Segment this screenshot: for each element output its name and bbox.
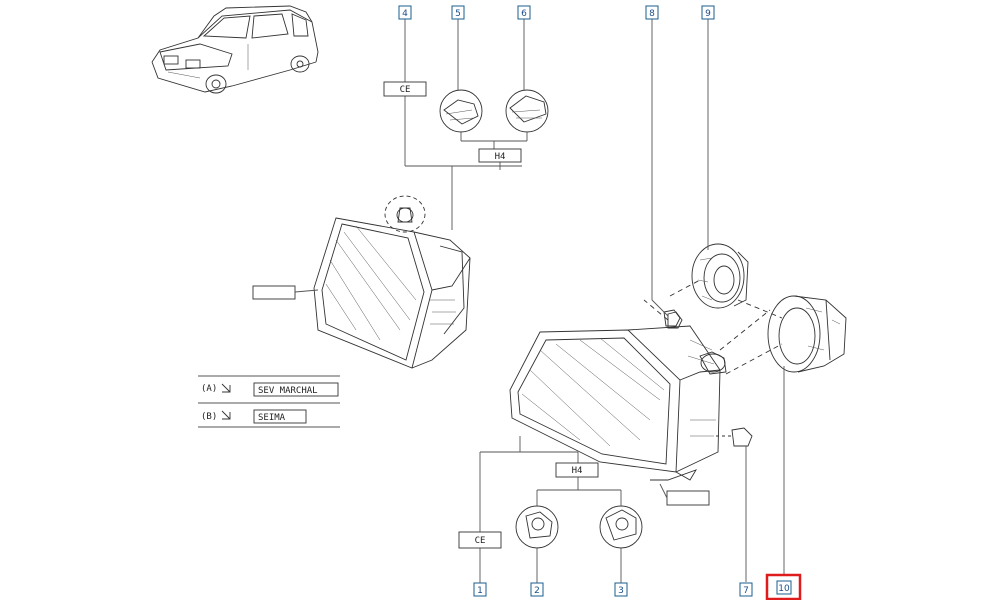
- callout-2[interactable]: 2: [530, 582, 544, 597]
- part-7-bulb: [716, 427, 753, 447]
- legend-a-bulb-icon: [221, 383, 231, 393]
- legend-a-value-box: [253, 382, 339, 397]
- left-headlamp-blank-label: [252, 285, 296, 300]
- car-illustration: [151, 5, 319, 94]
- legend-a-key: (A): [201, 384, 217, 394]
- svg-text:7: 7: [743, 586, 749, 596]
- callout-6[interactable]: 6: [517, 5, 531, 20]
- callout-7[interactable]: 7: [739, 582, 753, 597]
- svg-text:6: 6: [521, 9, 527, 19]
- callout-4[interactable]: 4: [398, 5, 412, 20]
- svg-text:4: 4: [402, 9, 408, 19]
- left-headlamp: [313, 195, 471, 369]
- right-headlamp: [509, 309, 727, 481]
- ce-label-bottom: CE: [475, 536, 486, 546]
- part-9-ring: [691, 243, 749, 309]
- ce-label-top: CE: [400, 85, 411, 95]
- svg-text:8: 8: [649, 9, 655, 19]
- callout-10-highlighted[interactable]: 10: [765, 573, 802, 600]
- bulb-inset-bottom-left: [515, 505, 559, 549]
- legend-table: (A) SEV MARCHAL (B) SEIMA: [198, 375, 340, 428]
- svg-text:1: 1: [477, 586, 483, 596]
- svg-text:9: 9: [705, 9, 711, 19]
- bottom-leader-lines: [479, 436, 622, 583]
- legend-a-value: SEV MARCHAL: [258, 386, 318, 396]
- ce-label-bottom-box: [458, 531, 502, 549]
- bulb-inset-right: [505, 89, 549, 133]
- part-10-cover: [767, 295, 847, 373]
- bulb-inset-bottom-right: [599, 505, 643, 549]
- top-leader-lines: [404, 19, 528, 230]
- callout-10-highlight-frame: [765, 573, 802, 600]
- legend-b-value: SEIMA: [258, 413, 286, 423]
- h4-label-top-box: [478, 148, 522, 163]
- callout-9[interactable]: 9: [701, 5, 715, 20]
- h4-label-top: H4: [495, 152, 506, 162]
- bulb-inset-left: [439, 89, 483, 133]
- projection-lines: [643, 279, 783, 375]
- h4-label-bottom-box: [555, 462, 599, 478]
- legend-b-value-box: [253, 409, 307, 424]
- part-8-bulb: [667, 311, 683, 329]
- svg-text:5: 5: [455, 9, 461, 19]
- ce-label-top-box: [383, 81, 427, 97]
- right-headlamp-blank-label: [666, 490, 710, 506]
- right-leader-lines: [651, 19, 785, 582]
- svg-text:2: 2: [534, 586, 540, 596]
- h4-label-bottom: H4: [572, 466, 583, 476]
- legend-b-key: (B): [201, 412, 217, 422]
- legend-b-bulb-icon: [221, 410, 231, 420]
- callout-8[interactable]: 8: [645, 5, 659, 20]
- callout-1[interactable]: 1: [473, 582, 487, 597]
- svg-text:3: 3: [618, 586, 624, 596]
- svg-text:10: 10: [778, 584, 790, 594]
- callout-3[interactable]: 3: [614, 582, 628, 597]
- callout-5[interactable]: 5: [451, 5, 465, 20]
